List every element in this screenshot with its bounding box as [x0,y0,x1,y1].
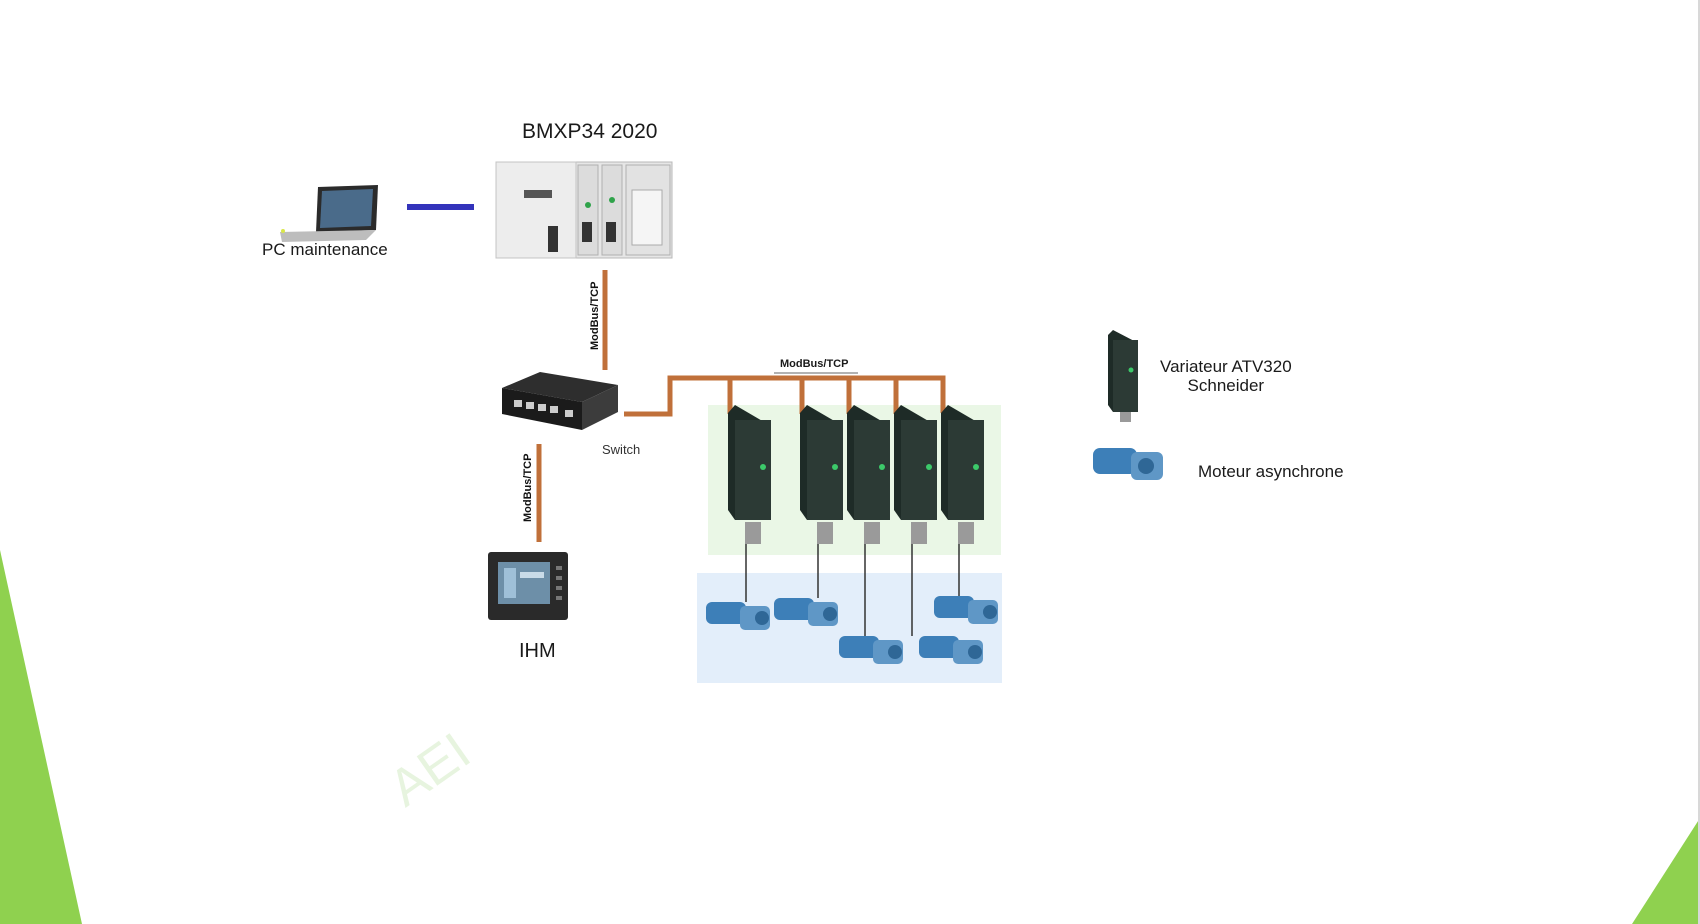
pc-label: PC maintenance [262,240,388,259]
motor-2 [774,598,838,626]
motor-3 [839,636,903,664]
drive-5 [941,405,984,596]
motor-4 [919,636,983,664]
legend-drive-label: Variateur ATV320 Schneider [1160,357,1292,395]
right-green-accent [1632,818,1700,924]
switch-label: Switch [602,442,641,457]
laptop-icon [280,185,378,242]
drive-4 [894,405,937,636]
legend-drive-line2: Schneider [1187,376,1265,395]
switch-bus-cable [624,375,946,417]
plc-switch-link-label: ModBus/TCP [589,281,601,350]
plc-label: BMXP34 2020 [522,120,658,143]
left-green-accent [0,550,82,924]
drive-3 [847,405,890,636]
legend-drive-line1: Variateur ATV320 [1160,357,1292,376]
drive-bus-label: ModBus/TCP [780,358,849,370]
motor-5 [934,596,998,624]
drive-2 [800,405,843,598]
network-switch-icon [502,372,618,430]
motor-1 [706,602,770,630]
hmi-label: IHM [519,640,556,662]
hmi-panel-icon [488,552,568,620]
legend-drive-icon [1108,330,1138,422]
legend-motor-label: Moteur asynchrone [1198,462,1344,481]
plc-rack-icon [495,161,673,259]
legend-motor-icon [1093,448,1163,480]
drive-1 [728,405,771,602]
switch-hmi-link-label: ModBus/TCP [522,453,534,522]
